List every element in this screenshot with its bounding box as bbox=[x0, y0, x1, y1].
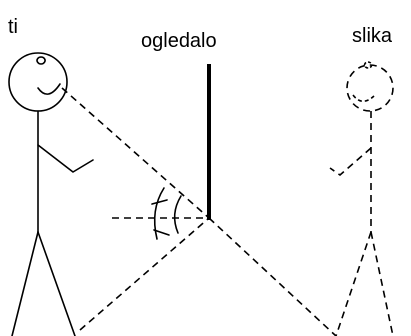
angle-marks bbox=[151, 187, 182, 240]
image-eye bbox=[363, 61, 373, 69]
image-left-leg bbox=[335, 231, 372, 336]
label-you: ti bbox=[8, 16, 18, 38]
person-mouth bbox=[37, 83, 61, 95]
person-figure bbox=[8, 52, 94, 336]
angle-tick-upper bbox=[151, 199, 168, 205]
person-right-leg bbox=[37, 231, 76, 336]
person-eye bbox=[36, 56, 46, 65]
ray-mirror-to-image bbox=[208, 217, 337, 336]
image-head bbox=[346, 64, 394, 112]
image-figure bbox=[329, 61, 394, 336]
ray-foot-to-mirror bbox=[79, 217, 210, 331]
ray-eye-to-mirror bbox=[61, 87, 210, 219]
person-arm bbox=[37, 144, 94, 173]
label-image: slika bbox=[352, 25, 393, 47]
angle-arc-outer bbox=[153, 187, 165, 240]
image-right-leg bbox=[370, 231, 394, 336]
angle-tick-lower bbox=[153, 229, 170, 236]
image-arm bbox=[329, 147, 372, 177]
image-mouth bbox=[352, 94, 375, 103]
person-left-leg bbox=[11, 231, 39, 336]
angle-arc-inner bbox=[173, 195, 182, 234]
light-rays bbox=[61, 87, 337, 336]
label-mirror: ogledalo bbox=[141, 30, 217, 52]
